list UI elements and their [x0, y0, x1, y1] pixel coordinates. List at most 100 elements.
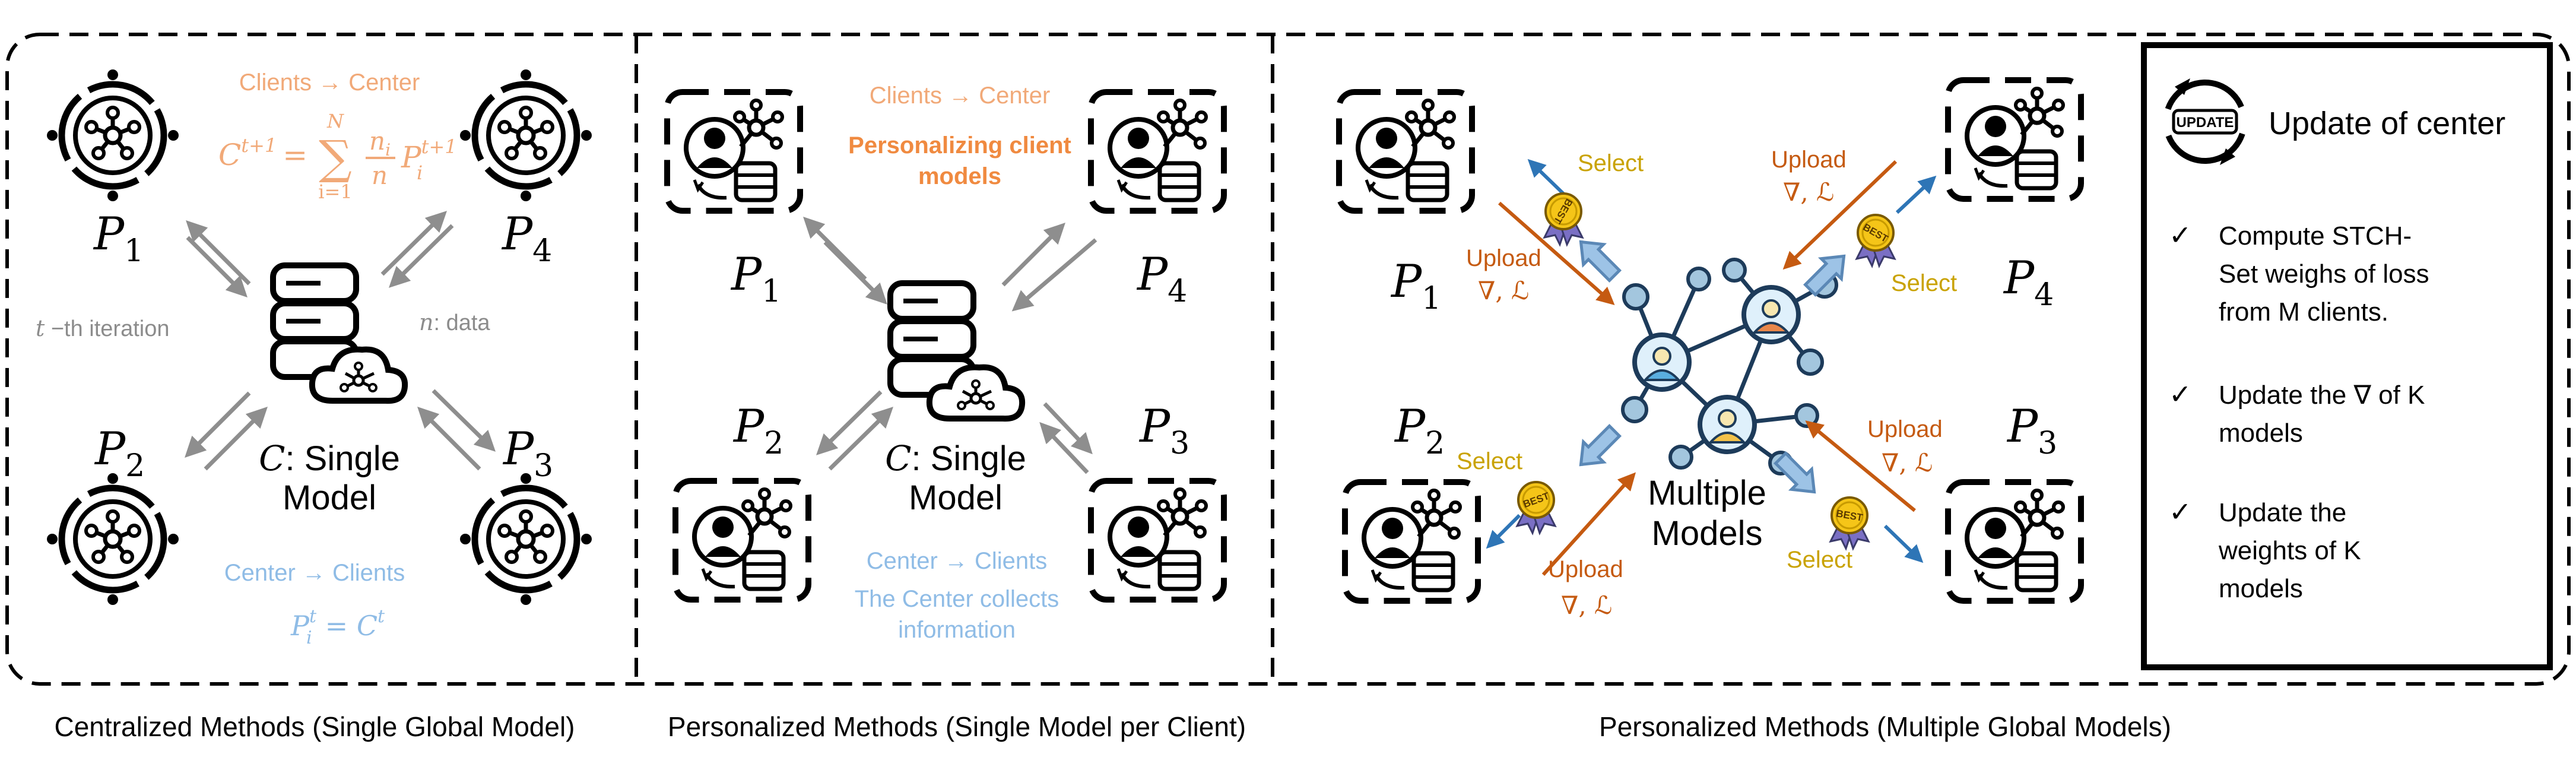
label-p3: P3: [1138, 400, 1189, 461]
svg-text:ni: ni: [369, 126, 391, 160]
label-multiple-line1: Multiple: [1648, 474, 1766, 512]
label-p4: P4: [2003, 251, 2054, 313]
caption-single-model-per-client: Personalized Methods (Single Model per C…: [668, 711, 1246, 742]
grad-loss-p3: ∇, ℒ: [1882, 448, 1933, 477]
client-icon-p4: [1948, 80, 2081, 199]
label-p3: P3: [502, 422, 553, 484]
svg-text:∑: ∑: [319, 131, 352, 185]
label-clients-to-center: Clients → Center: [870, 83, 1051, 109]
outer-dashed-frame: [5, 33, 2571, 686]
label-clients-to-center: Clients → Center: [239, 69, 420, 96]
label-p2: P2: [1394, 400, 1445, 461]
select-label-p3: Select: [1787, 547, 1852, 573]
broadcast-formula-sub: i: [306, 628, 312, 648]
label-center-to-clients: Center → Clients: [224, 560, 405, 586]
select-wide-arrow-p3: [1773, 451, 1816, 494]
svg-text:N: N: [326, 110, 344, 132]
arrow: [185, 391, 251, 458]
model-avatar-yellow: [1700, 397, 1755, 452]
select-wide-arrows: [1579, 240, 1846, 494]
arrow: [1043, 402, 1093, 455]
label-p1: P1: [1390, 255, 1441, 316]
client-icon-p3: [456, 470, 596, 609]
best-medal-p4: [1855, 214, 1896, 267]
item1-line2: Set weighs of loss: [2219, 259, 2429, 289]
grad-loss-p4: ∇, ℒ: [1783, 178, 1834, 207]
select-label-p2: Select: [1457, 448, 1522, 474]
label-personalizing-line2: models: [918, 163, 1001, 189]
svg-text:Pt+1: Pt+1: [401, 135, 457, 175]
panel-multiple-global-models: Multiple Models BEST BEST: [1339, 80, 2081, 620]
upload-label-p3: Upload: [1867, 416, 1943, 442]
center-label-line2: Model: [283, 479, 376, 517]
grad-loss-p2: ∇, ℒ: [1561, 591, 1612, 620]
client-icon-p2: [675, 481, 808, 600]
panel-update-of-center: UPDATE Update of center ✓ Compute STCH- …: [2141, 42, 2553, 670]
client-icon-p4: [456, 66, 596, 205]
arrow: [380, 211, 447, 276]
client-icon-p2: [43, 470, 183, 609]
label-p4: P4: [501, 207, 552, 269]
check-icon: ✓: [2169, 220, 2192, 251]
arrow: [1001, 223, 1065, 287]
upload-arrow-p3: [1805, 420, 1916, 512]
label-center-to-clients: Center → Clients: [867, 548, 1048, 574]
svg-text:i=1: i=1: [318, 180, 352, 203]
check-icon: ✓: [2169, 496, 2192, 527]
client-icon-p3: [1091, 481, 1224, 600]
caption-multiple-global-models: Personalized Methods (Multiple Global Mo…: [1599, 711, 2171, 742]
grad-loss-p1: ∇, ℒ: [1478, 276, 1529, 305]
label-p4: P4: [1136, 248, 1187, 309]
arrow: [204, 407, 268, 471]
upload-label-p4: Upload: [1771, 147, 1847, 173]
center-label-line1: C: Single: [885, 438, 1026, 479]
svg-text:Ct+1=: Ct+1=: [218, 134, 307, 172]
item1-line3: from M clients.: [2219, 297, 2388, 327]
select-arrow-p2: [1486, 514, 1521, 549]
select-label-p4: Select: [1891, 270, 1957, 296]
arrow: [803, 217, 867, 281]
item1-line1: Compute STCH-: [2219, 221, 2412, 251]
select-arrow-p1: [1527, 159, 1569, 199]
update-box: [2141, 42, 2553, 670]
aggregation-formula: Ct+1= N ∑ i=1 ni n Pt+1 i: [218, 110, 457, 203]
label-iteration: t −th iteration: [36, 315, 169, 341]
item2-line1: Update the ∇ of K: [2219, 381, 2425, 410]
item3-line3: models: [2219, 574, 2303, 603]
select-wide-arrow-p1: [1579, 240, 1622, 283]
upload-label-p2: Upload: [1548, 556, 1623, 582]
upload-arrow-p4: [1782, 160, 1898, 270]
upload-arrow-p1: [1498, 201, 1615, 305]
panel-centralized: P1 P4 P2 P3 Clients → Center Ct+1= N ∑ i…: [36, 66, 595, 648]
label-p1: P1: [730, 248, 781, 309]
select-wide-arrow-p2: [1579, 423, 1622, 467]
client-icon-p1: [667, 92, 800, 211]
arrow: [389, 224, 454, 288]
server-icon: [890, 283, 1022, 419]
update-badge-icon: [2163, 78, 2247, 165]
client-icon-p4: [1091, 92, 1224, 211]
upload-label-p1: Upload: [1466, 245, 1541, 271]
client-icon-p2: [1345, 482, 1478, 601]
arrow: [816, 390, 883, 455]
select-arrow-p3: [1883, 524, 1924, 563]
client-icon-p1: [1339, 92, 1472, 211]
update-title: Update of center: [2269, 106, 2505, 141]
check-icon: ✓: [2169, 379, 2192, 410]
upload-arrow-p2: [1541, 472, 1636, 576]
multiple-models-network: [1621, 258, 1838, 476]
best-medal-p3: [1829, 496, 1870, 550]
arrow: [186, 236, 248, 297]
broadcast-formula: Pt = Ct: [290, 606, 385, 642]
arrow: [1039, 422, 1089, 474]
arrow: [823, 240, 887, 305]
select-wide-arrow-p4: [1803, 254, 1846, 297]
label-data: n: data: [419, 309, 490, 335]
panel-single-model-per-client: P1 P4 P2 P3 Clients → Center Personalizi…: [667, 83, 1224, 643]
item3-line2: weights of K: [2218, 536, 2361, 565]
arrow: [828, 407, 893, 471]
label-p2: P2: [732, 400, 783, 461]
arrow: [186, 220, 251, 286]
svg-text:i: i: [417, 161, 423, 184]
model-avatar-blue: [1635, 335, 1689, 389]
